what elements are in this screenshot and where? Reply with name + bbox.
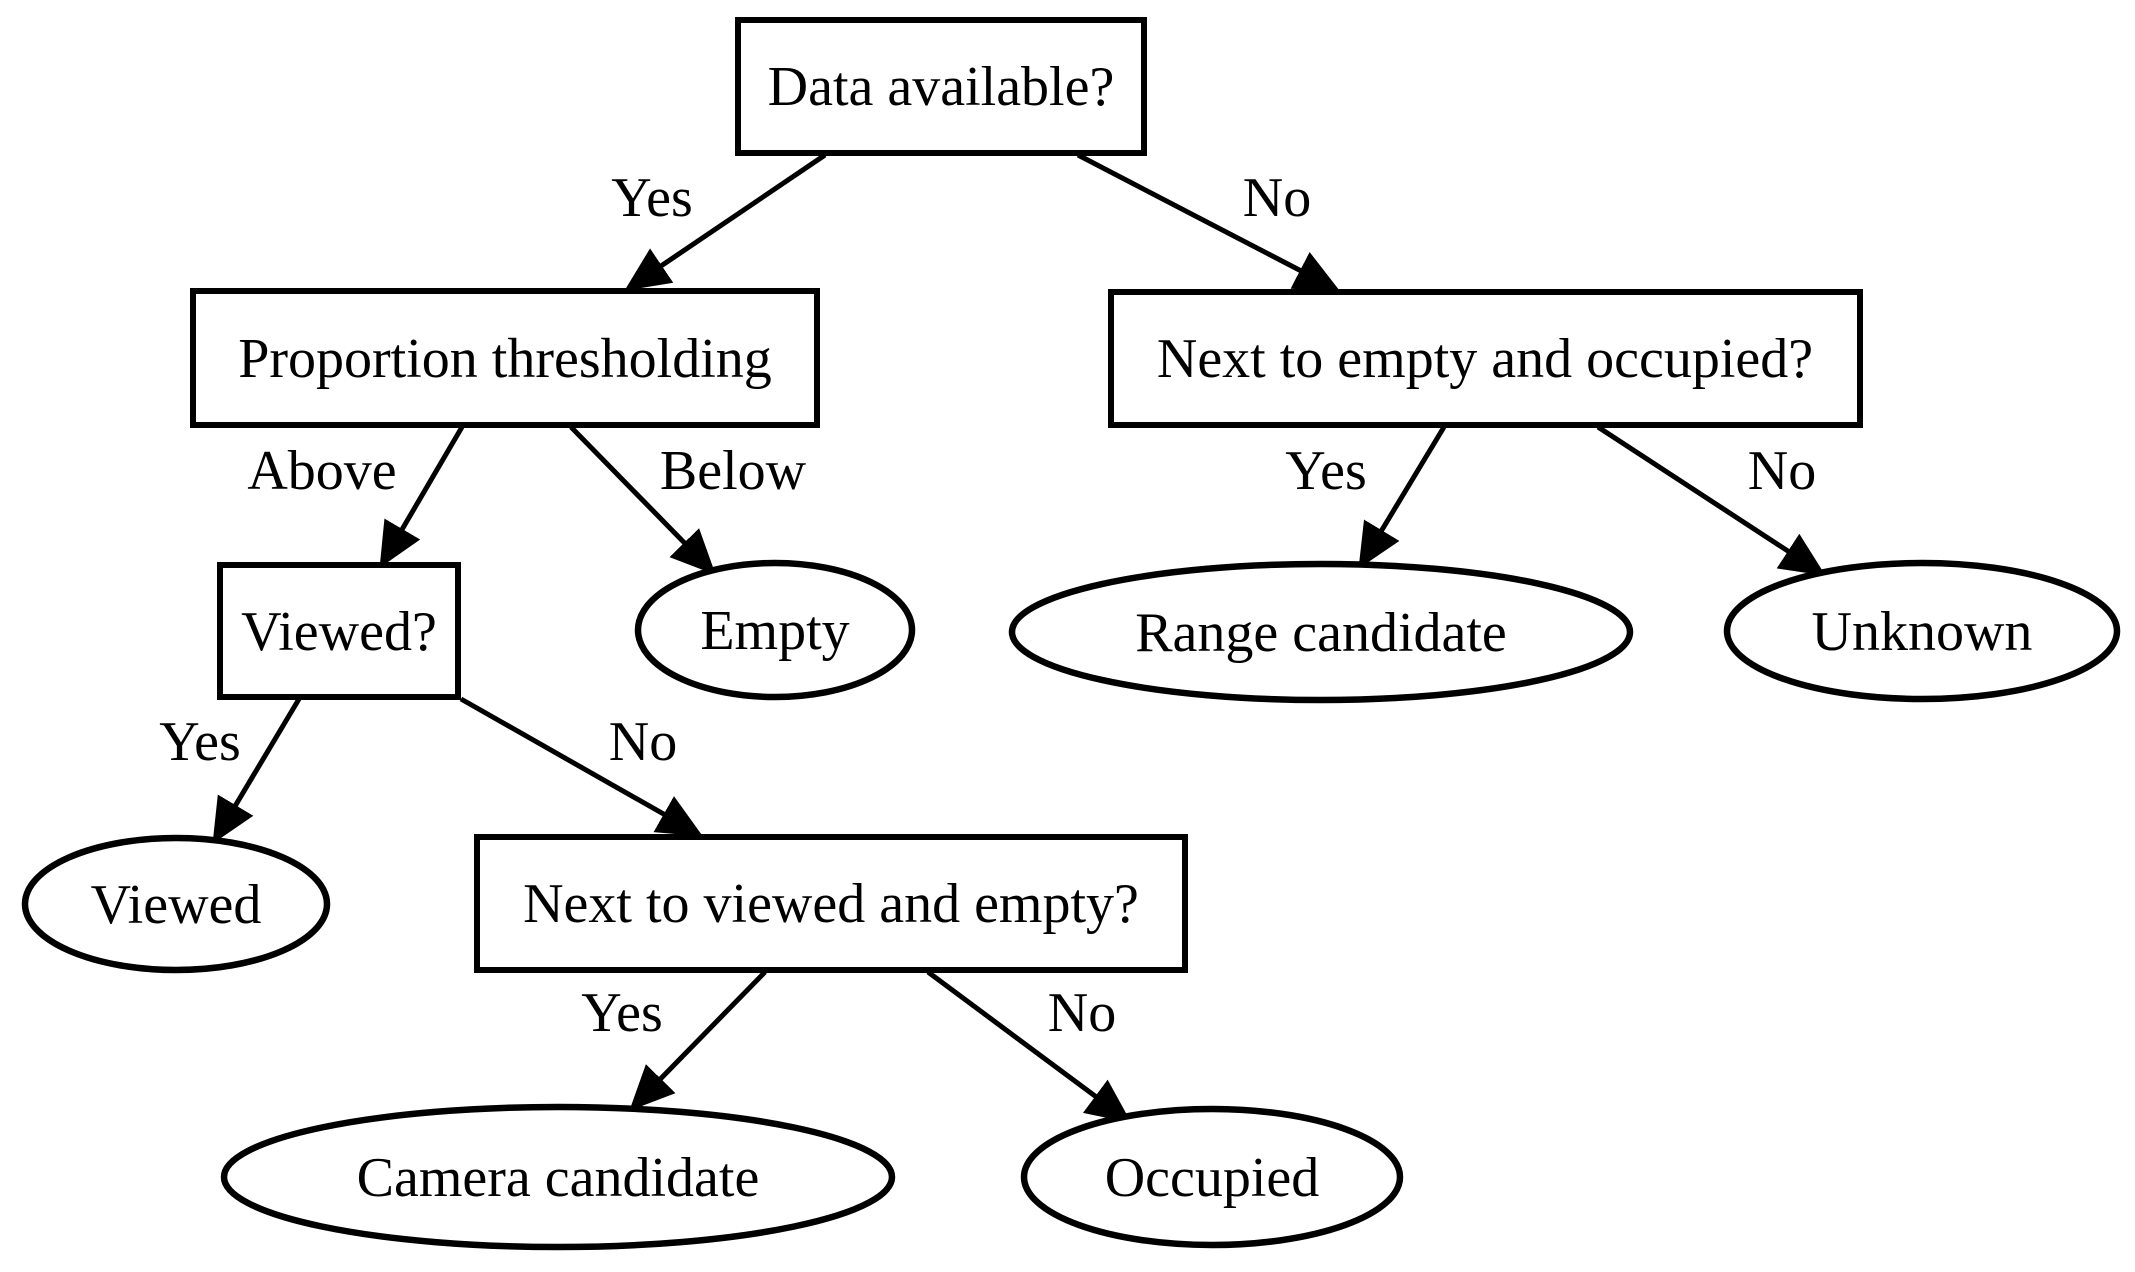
node-box <box>1108 289 1863 428</box>
edge-proportion-above: Above <box>247 425 465 568</box>
node-label: Proportion thresholding <box>238 328 772 390</box>
node-ellipse <box>1008 560 1634 704</box>
edge-label-yes: Yes <box>159 711 240 773</box>
edge-line <box>379 425 465 568</box>
node-label: Range candidate <box>1135 602 1507 664</box>
node-label: Next to viewed and empty? <box>523 873 1139 935</box>
edge-line <box>212 697 302 844</box>
edge-proportion-below: Below <box>569 425 807 575</box>
edge-line <box>1596 424 1826 576</box>
node-label: Viewed? <box>241 601 437 663</box>
edge-line <box>569 425 716 575</box>
node-label: Next to empty and occupied? <box>1157 328 1813 390</box>
edge-line <box>1076 152 1340 292</box>
node-unknown: Unknown <box>1723 559 2121 703</box>
edge-next-empty-occupied-yes: Yes <box>1285 425 1447 569</box>
node-box <box>190 288 820 428</box>
node-viewed: Viewed <box>21 834 331 974</box>
node-box <box>217 562 461 700</box>
edge-line <box>926 969 1132 1124</box>
node-ellipse <box>1020 1105 1404 1249</box>
edge-viewed-no: No <box>459 696 703 837</box>
edge-line <box>624 152 827 291</box>
node-ellipse <box>220 1103 896 1251</box>
edge-label-yes: Yes <box>1285 440 1366 502</box>
edge-label-no: No <box>1048 982 1116 1044</box>
node-proportion-thresholding: Proportion thresholding <box>190 288 820 428</box>
node-box <box>735 17 1147 156</box>
edge-line <box>459 696 703 837</box>
edge-next-viewed-empty-yes: Yes <box>581 970 767 1111</box>
node-empty: Empty <box>634 559 916 701</box>
node-label: Unknown <box>1812 601 2033 663</box>
edge-next-viewed-empty-no: No <box>926 969 1132 1124</box>
node-label: Data available? <box>768 56 1115 118</box>
node-box <box>474 834 1188 973</box>
edge-label-no: No <box>1748 440 1816 502</box>
node-range-candidate: Range candidate <box>1008 560 1634 704</box>
edge-line <box>1358 425 1447 569</box>
node-label: Viewed <box>91 874 262 936</box>
node-ellipse <box>1723 559 2121 703</box>
edge-data-available-yes: Yes <box>611 152 827 291</box>
node-next-empty-occupied: Next to empty and occupied? <box>1108 289 1863 428</box>
node-occupied: Occupied <box>1020 1105 1404 1249</box>
node-next-viewed-empty: Next to viewed and empty? <box>474 834 1188 973</box>
edge-viewed-yes: Yes <box>159 697 302 844</box>
edge-data-available-no: No <box>1076 152 1340 292</box>
edge-label-above: Above <box>247 440 396 502</box>
node-label: Camera candidate <box>357 1147 760 1209</box>
edge-label-no: No <box>609 711 677 773</box>
node-label: Occupied <box>1105 1147 1320 1209</box>
node-label: Empty <box>700 600 849 662</box>
node-camera-candidate: Camera candidate <box>220 1103 896 1251</box>
node-ellipse <box>634 559 916 701</box>
node-viewed-question: Viewed? <box>217 562 461 700</box>
edge-label-below: Below <box>660 440 807 502</box>
edge-label-yes: Yes <box>581 982 662 1044</box>
node-data-available: Data available? <box>735 17 1147 156</box>
node-ellipse <box>21 834 331 974</box>
edge-label-yes: Yes <box>611 167 692 229</box>
edge-line <box>629 970 767 1111</box>
edge-next-empty-occupied-no: No <box>1596 424 1826 576</box>
edge-label-no: No <box>1243 167 1311 229</box>
